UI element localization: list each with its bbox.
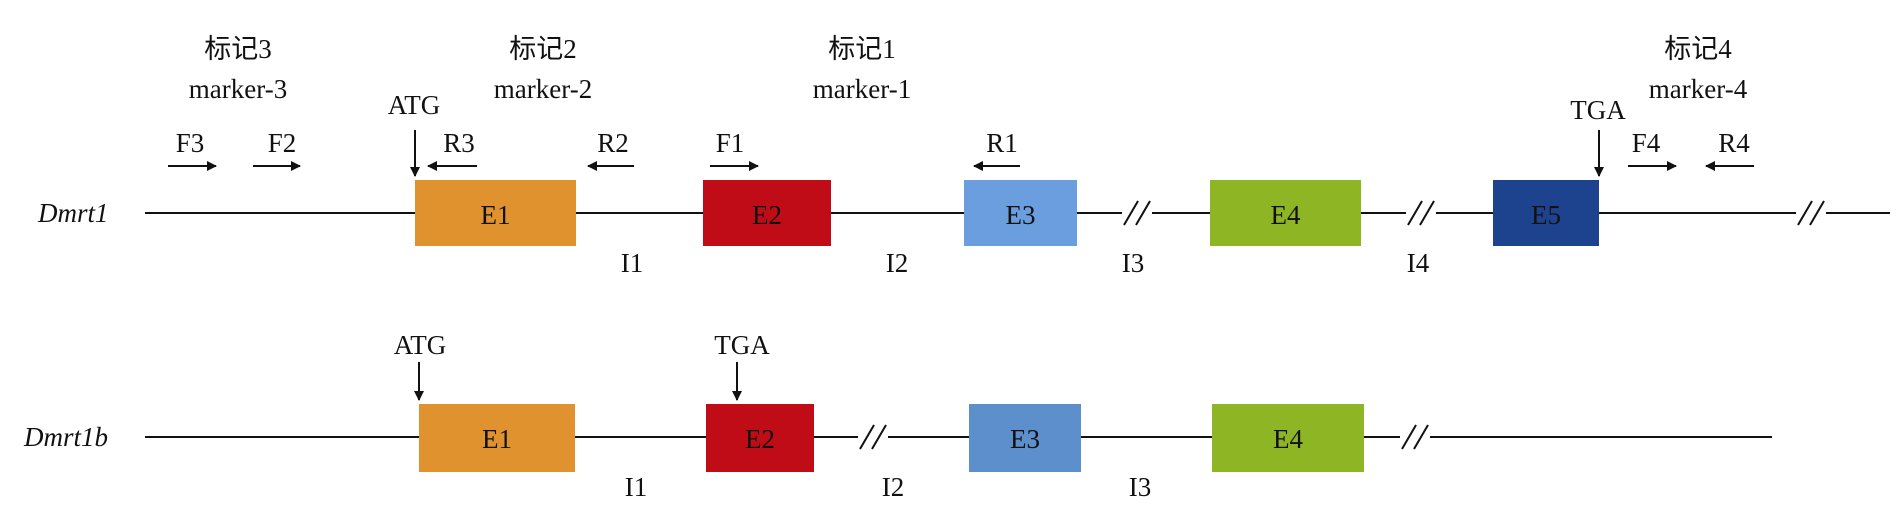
- exon-label: E1: [482, 424, 512, 454]
- exon-label: E3: [1010, 424, 1040, 454]
- svg-text:标记3: 标记3: [204, 34, 272, 64]
- gene-dmrt1: Dmrt1 E1 E2 E3: [37, 34, 1890, 278]
- stop-codon-label: TGA: [714, 330, 770, 360]
- start-codon-label: ATG: [394, 330, 447, 360]
- intron-label-i1: I1: [625, 472, 648, 502]
- primer-r4: R4: [1705, 128, 1754, 171]
- svg-text:F1: F1: [716, 128, 745, 158]
- break-mark: [1122, 200, 1152, 226]
- svg-text:R1: R1: [986, 128, 1018, 158]
- intron-label-i4: I4: [1407, 248, 1430, 278]
- exon-label: E2: [752, 200, 782, 230]
- exon-e3: E3: [964, 180, 1077, 246]
- exon-e1: E1: [415, 180, 576, 246]
- marker-1-label: 标记1 marker-1: [813, 34, 911, 104]
- break-mark: [1406, 200, 1436, 226]
- marker-3-label: 标记3 marker-3: [189, 34, 287, 104]
- svg-text:R2: R2: [597, 128, 629, 158]
- svg-text:F2: F2: [268, 128, 297, 158]
- start-codon-label: ATG: [388, 90, 441, 120]
- exon-e3: E3: [969, 404, 1081, 472]
- exon-label: E5: [1531, 200, 1561, 230]
- gene-dmrt1b: Dmrt1b E1 E2 E3 E4 I1 I2: [23, 330, 1772, 502]
- intron-label-i1: I1: [621, 248, 644, 278]
- intron-label-i2: I2: [882, 472, 905, 502]
- svg-text:R3: R3: [443, 128, 475, 158]
- intron-label-i2: I2: [886, 248, 909, 278]
- exon-label: E4: [1273, 424, 1303, 454]
- svg-text:marker-4: marker-4: [1649, 74, 1748, 104]
- svg-text:R4: R4: [1718, 128, 1750, 158]
- primer-f1: F1: [710, 128, 759, 171]
- svg-text:marker-2: marker-2: [494, 74, 592, 104]
- svg-text:marker-3: marker-3: [189, 74, 287, 104]
- svg-text:F4: F4: [1632, 128, 1661, 158]
- svg-text:标记1: 标记1: [828, 34, 896, 64]
- stop-codon-label: TGA: [1570, 95, 1626, 125]
- exon-e2: E2: [703, 180, 831, 246]
- exon-label: E2: [745, 424, 775, 454]
- intron-label-i3: I3: [1122, 248, 1145, 278]
- break-mark: [1796, 200, 1826, 226]
- primer-f3: F3: [168, 128, 217, 171]
- primer-f4: F4: [1628, 128, 1677, 171]
- exon-e4: E4: [1212, 404, 1364, 472]
- break-mark: [858, 424, 888, 450]
- exon-label: E1: [481, 200, 511, 230]
- marker-4-label: 标记4 marker-4: [1649, 34, 1748, 104]
- primer-r1: R1: [973, 128, 1020, 171]
- exon-label: E4: [1271, 200, 1301, 230]
- gene-name-dmrt1: Dmrt1: [37, 198, 109, 228]
- break-mark: [1400, 424, 1430, 450]
- exon-e4: E4: [1210, 180, 1361, 246]
- exon-e2: E2: [706, 404, 814, 472]
- primer-f2: F2: [253, 128, 301, 171]
- svg-text:marker-1: marker-1: [813, 74, 911, 104]
- gene-name-dmrt1b: Dmrt1b: [23, 422, 108, 452]
- svg-text:F3: F3: [176, 128, 205, 158]
- svg-text:标记4: 标记4: [1664, 34, 1732, 64]
- marker-2-label: 标记2 marker-2: [494, 34, 592, 104]
- exon-label: E3: [1006, 200, 1036, 230]
- primer-r2: R2: [587, 128, 634, 171]
- intron-label-i3: I3: [1129, 472, 1152, 502]
- svg-text:标记2: 标记2: [509, 34, 577, 64]
- primer-r3: R3: [427, 128, 477, 171]
- exon-e1: E1: [419, 404, 575, 472]
- exon-e5: E5: [1493, 180, 1599, 246]
